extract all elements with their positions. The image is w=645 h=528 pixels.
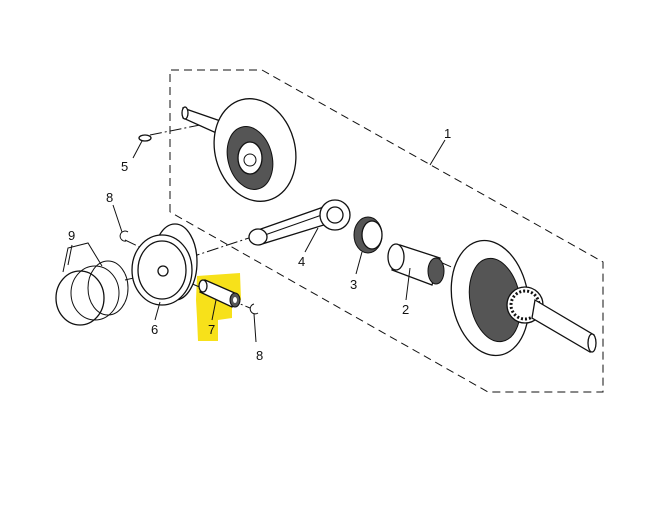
callout-8-upper: 8	[106, 190, 113, 205]
callout-1: 1	[444, 126, 451, 141]
callout-3: 3	[350, 277, 357, 292]
assembly-boundary	[169, 69, 604, 393]
callout-5: 5	[121, 159, 128, 174]
callout-7: 7	[208, 322, 215, 337]
connecting-rod	[248, 199, 351, 246]
callout-9: 9	[68, 228, 75, 243]
piston-rings	[55, 242, 129, 326]
piston	[131, 223, 198, 306]
leader-lines	[67, 139, 446, 343]
callout-6: 6	[151, 322, 158, 337]
crank-pin	[387, 243, 445, 286]
needle-bearing	[353, 216, 383, 254]
circlip-upper	[119, 230, 129, 242]
callout-8-lower: 8	[256, 348, 263, 363]
piston-pin	[198, 279, 241, 308]
crankshaft-left	[181, 98, 297, 202]
circlip-lower	[249, 303, 259, 315]
callout-2: 2	[402, 302, 409, 317]
callout-4: 4	[298, 254, 305, 269]
woodruff-key	[138, 134, 152, 142]
crankshaft-right	[450, 239, 597, 357]
